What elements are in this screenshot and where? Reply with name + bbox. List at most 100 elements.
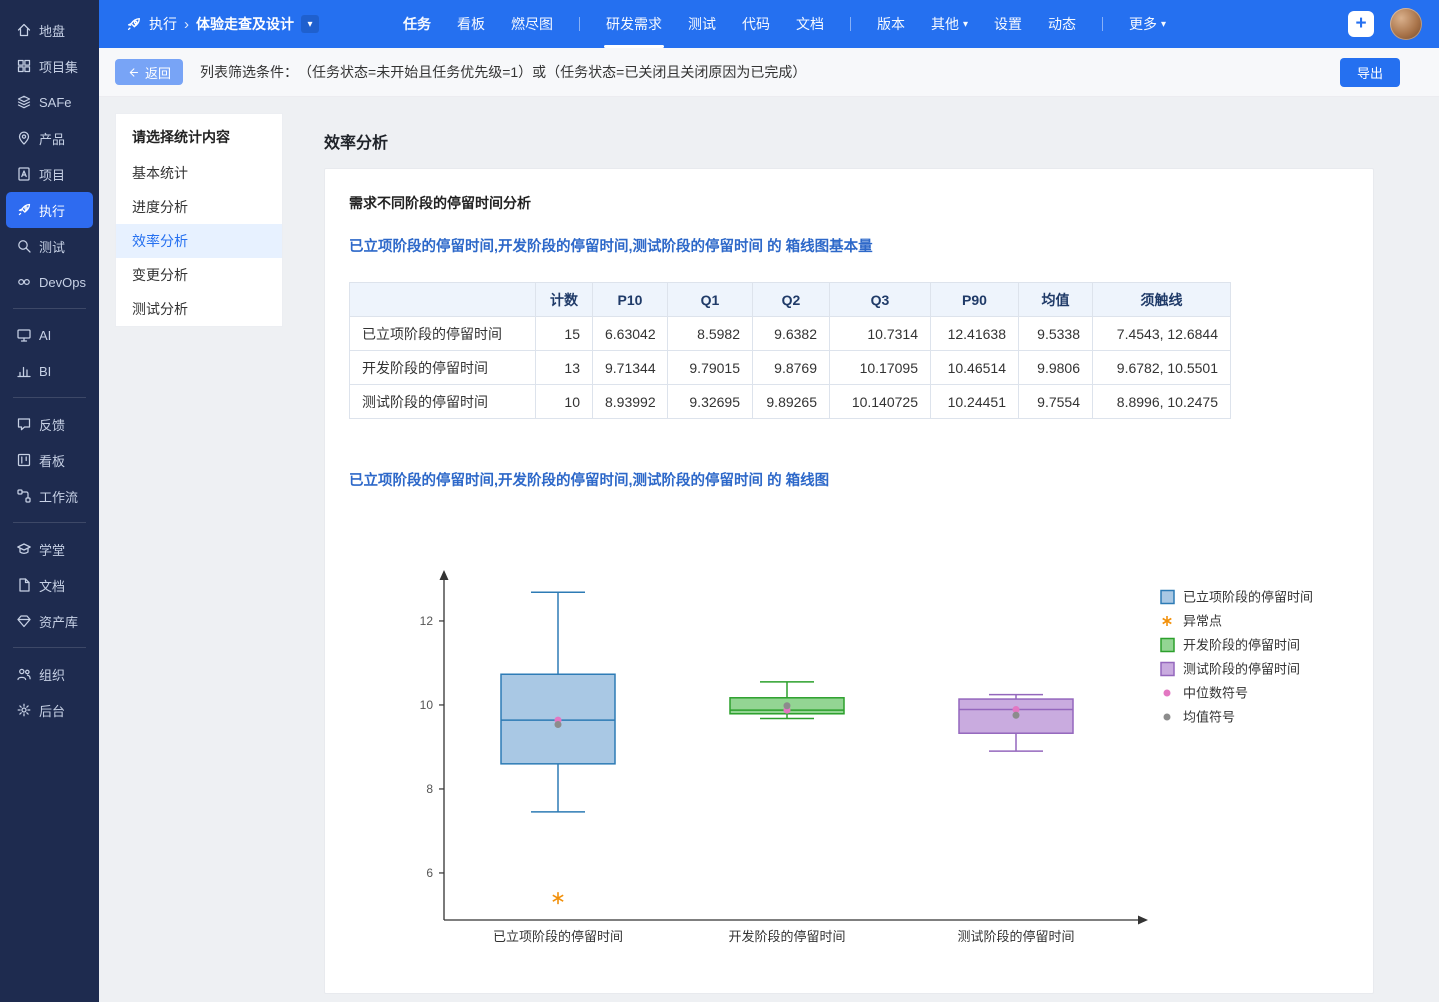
table-cell: 8.93992 (592, 384, 668, 419)
tab-code[interactable]: 代码 (742, 16, 770, 32)
sidebar-item-portfolio[interactable]: 项目集 (6, 48, 93, 84)
stats-item[interactable]: 测试分析 (132, 301, 188, 317)
table-col-header: P10 (592, 282, 668, 317)
project-icon (16, 166, 32, 182)
topbar-right: + (1348, 8, 1422, 40)
analysis-card: 需求不同阶段的停留时间分析 已立项阶段的停留时间,开发阶段的停留时间,测试阶段的… (324, 168, 1374, 994)
stats-item[interactable]: 效率分析 (116, 224, 282, 258)
tab-settings[interactable]: 设置 (994, 16, 1023, 32)
breadcrumb-current[interactable]: 体验走查及设计 (196, 16, 294, 32)
stats-item[interactable]: 基本统计 (132, 165, 188, 181)
sidebar-item-home[interactable]: 地盘 (6, 12, 93, 48)
median-dot (1012, 705, 1020, 713)
stats-list: 基本统计进度分析效率分析变更分析测试分析 (116, 156, 282, 326)
execute-icon (16, 202, 32, 218)
breadcrumb: 执行 › 体验走查及设计 ▾ (125, 14, 319, 34)
sidebar-item-product[interactable]: 产品 (6, 120, 93, 156)
legend-label: 中位数符号 (1183, 686, 1248, 701)
sidebar-item-test[interactable]: 测试 (6, 228, 93, 264)
table-cell: 9.32695 (667, 384, 753, 419)
mean-dot (783, 702, 791, 710)
rocket-icon (125, 16, 142, 33)
sidebar-item-admin[interactable]: 后台 (6, 692, 93, 728)
table-cell: 13 (535, 350, 593, 385)
y-tick-label: 6 (426, 866, 433, 880)
export-button[interactable]: 导出 (1339, 57, 1400, 87)
sidebar-item-label: 产品 (39, 131, 66, 147)
tab-docs[interactable]: 文档 (796, 16, 824, 32)
table-col-header: Q3 (829, 282, 931, 317)
add-button[interactable]: + (1348, 11, 1374, 37)
sidebar-item-workflow[interactable]: 工作流 (6, 478, 93, 514)
tab-board[interactable]: 看板 (457, 16, 485, 32)
legend-label: 已立项阶段的停留时间 (1183, 590, 1313, 605)
tab-tasks[interactable]: 任务 (403, 16, 431, 32)
breadcrumb-root[interactable]: 执行 (149, 16, 177, 32)
avatar[interactable] (1390, 8, 1422, 40)
tab-more[interactable]: 更多▾ (1129, 16, 1167, 32)
stats-item[interactable]: 进度分析 (132, 199, 188, 215)
x-axis-arrow (1138, 915, 1148, 925)
table-cell: 10.24451 (930, 384, 1019, 419)
mean-dot (554, 721, 562, 729)
legend-label: 均值符号 (1183, 710, 1235, 725)
back-button[interactable]: 返回 (115, 59, 184, 85)
tab-divider (850, 17, 851, 31)
docs-icon (16, 577, 32, 593)
filter-bar: 返回 列表筛选条件： （任务状态=未开始且任务优先级=1）或（任务状态=已关闭且… (99, 48, 1439, 97)
table-cell: 9.6382 (752, 316, 830, 351)
sidebar-item-devops[interactable]: DevOps (6, 264, 93, 300)
x-category-label: 已立项阶段的停留时间 (493, 929, 623, 944)
sidebar-item-label: 组织 (39, 667, 66, 683)
sidebar-item-school[interactable]: 学堂 (6, 531, 93, 567)
tab-burndown[interactable]: 燃尽图 (511, 16, 553, 32)
x-category-label: 开发阶段的停留时间 (728, 929, 845, 944)
table-cell: 8.5982 (667, 316, 753, 351)
safe-icon (16, 94, 32, 110)
card-title: 需求不同阶段的停留时间分析 (349, 195, 531, 211)
sidebar-item-label: 项目 (39, 167, 66, 183)
table-cell: 10 (535, 384, 593, 419)
ai-icon (16, 327, 32, 343)
sidebar-item-assets[interactable]: 资产库 (6, 603, 93, 639)
tab-versions[interactable]: 版本 (877, 16, 905, 32)
tab-dev-requirements[interactable]: 研发需求 (604, 0, 664, 48)
sidebar-item-ai[interactable]: AI (6, 317, 93, 353)
tab-test[interactable]: 测试 (688, 16, 716, 32)
sidebar-item-execute[interactable]: 执行 (6, 192, 93, 228)
table-cell: 10.46514 (930, 350, 1019, 385)
sidebar-item-kanban[interactable]: 看板 (6, 442, 93, 478)
tab-activity[interactable]: 动态 (1048, 16, 1077, 32)
sidebar-item-safe[interactable]: SAFe (6, 84, 93, 120)
sidebar-item-feedback[interactable]: 反馈 (6, 406, 93, 442)
project-switcher-caret-icon[interactable]: ▾ (301, 15, 319, 33)
filter-conditions: （任务状态=未开始且任务优先级=1）或（任务状态=已关闭且关闭原因为已完成） (298, 64, 807, 80)
stats-item[interactable]: 变更分析 (132, 267, 188, 283)
stats-panel-title: 请选择统计内容 (132, 129, 230, 145)
y-tick-label: 10 (420, 698, 434, 712)
table-cell: 10.17095 (829, 350, 931, 385)
sidebar-item-org[interactable]: 组织 (6, 656, 93, 692)
sidebar-divider (13, 308, 86, 309)
sidebar-item-project[interactable]: 项目 (6, 156, 93, 192)
mean-dot (1012, 711, 1020, 719)
boxplot-chart: 681012已立项阶段的停留时间开发阶段的停留时间测试阶段的停留时间已立项阶段的… (420, 570, 1313, 944)
home-icon (16, 22, 32, 38)
sidebar-item-docs[interactable]: 文档 (6, 567, 93, 603)
tab-others[interactable]: 其他▾ (931, 16, 969, 32)
sidebar-item-bi[interactable]: BI (6, 353, 93, 389)
page-title: 效率分析 (324, 135, 389, 152)
stats-panel: 请选择统计内容 基本统计进度分析效率分析变更分析测试分析 (115, 113, 283, 327)
legend-swatch (1160, 637, 1175, 653)
table-row-label: 测试阶段的停留时间 (349, 384, 536, 419)
legend-label: 开发阶段的停留时间 (1183, 638, 1300, 653)
sidebar-item-label: 资产库 (39, 614, 79, 630)
legend-swatch (1160, 589, 1175, 605)
table-cell: 9.71344 (592, 350, 668, 385)
table-cell: 9.6782, 10.5501 (1092, 350, 1231, 385)
table-col-header: Q1 (667, 282, 753, 317)
table-col-header (349, 282, 536, 317)
school-icon (16, 541, 32, 557)
